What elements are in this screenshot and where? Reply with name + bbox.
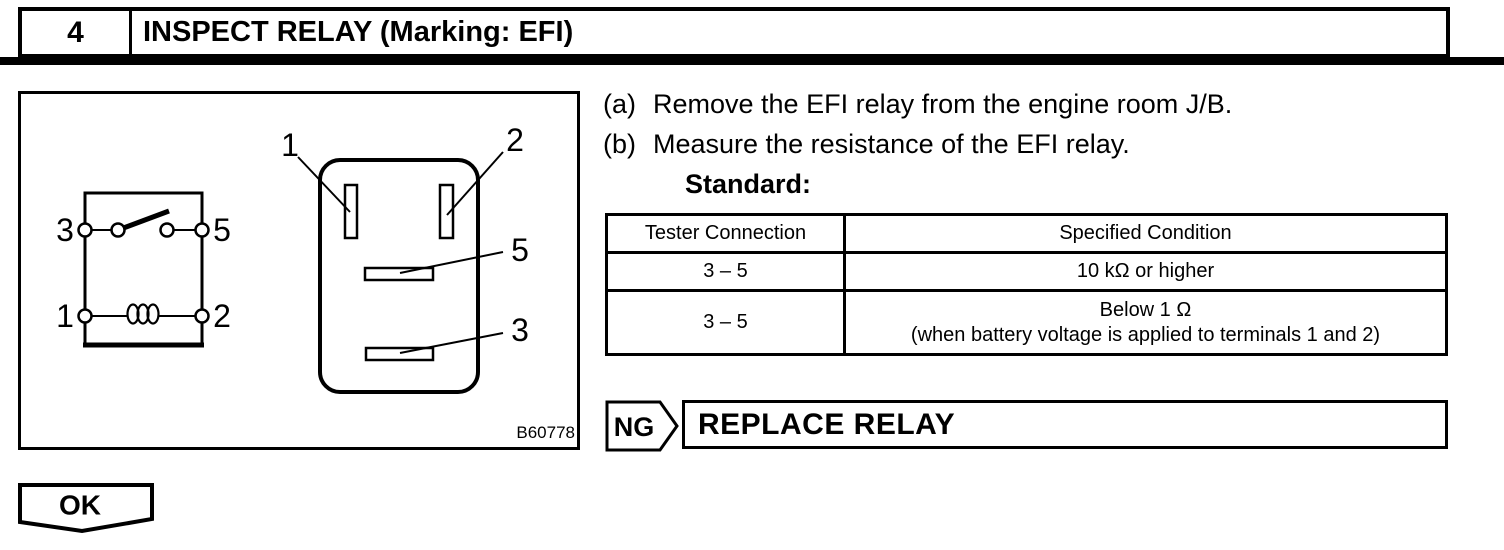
col-header-tester-connection: Tester Connection <box>644 222 807 244</box>
row1-tester-connection: 3 – 5 <box>608 251 843 289</box>
pin-5-label: 5 <box>511 232 529 268</box>
step-number: 4 <box>22 11 132 54</box>
ng-action-box: REPLACE RELAY <box>682 400 1448 449</box>
header-divider-rule <box>0 57 1504 65</box>
relay-figure: 3 5 1 2 1 2 5 3 B60778 <box>56 122 575 442</box>
row2-tester-connection: 3 – 5 <box>608 289 843 353</box>
leader-lines <box>297 151 504 354</box>
pin-3-slot <box>364 346 435 362</box>
ok-flag-shape <box>18 483 154 534</box>
relay-circuit-schematic <box>77 191 210 348</box>
row2-condition-value: Below 1 Ω <box>1099 298 1192 321</box>
figure-code: B60778 <box>516 423 575 442</box>
step-item-a: (a) Remove the EFI relay from the engine … <box>603 89 1232 119</box>
pin-1-slot <box>343 183 359 240</box>
step-marker: (a) <box>603 89 636 119</box>
terminal-circles <box>77 222 210 324</box>
row1-specified-condition: 10 kΩ or higher <box>843 251 1445 289</box>
row2-specified-condition: Below 1 Ω (when battery voltage is appli… <box>843 289 1445 353</box>
procedure-header: 4 INSPECT RELAY (Marking: EFI) <box>18 7 1450 58</box>
schematic-terminal-1-label: 1 <box>56 298 74 334</box>
ng-label: NG <box>614 412 655 442</box>
ng-badge: NG <box>605 400 679 452</box>
schematic-terminal-2-label: 2 <box>213 298 231 334</box>
schematic-terminal-3-label: 3 <box>56 212 74 248</box>
step-text: Measure the resistance of the EFI relay. <box>653 129 1130 159</box>
schematic-terminal-5-label: 5 <box>213 212 231 248</box>
relay-pin-layout <box>297 151 504 394</box>
pin-5-slot <box>363 266 435 282</box>
figure-panel: 3 5 1 2 1 2 5 3 B60778 <box>18 91 580 450</box>
procedure-title: INSPECT RELAY (Marking: EFI) <box>143 16 574 48</box>
coil-symbol <box>126 303 160 325</box>
row2-condition-note: (when battery voltage is applied to term… <box>910 323 1381 346</box>
step-marker: (b) <box>603 129 636 159</box>
step-item-b: (b) Measure the resistance of the EFI rel… <box>603 129 1130 159</box>
ok-label: OK <box>59 490 101 521</box>
pin-3-label: 3 <box>511 312 529 348</box>
step-text: Remove the EFI relay from the engine roo… <box>653 89 1233 119</box>
ok-badge: OK <box>18 483 154 534</box>
pin-2-slot <box>438 183 455 240</box>
col-header-specified-condition: Specified Condition <box>843 216 1445 251</box>
pin-1-label: 1 <box>281 127 299 163</box>
switch-arm <box>117 208 170 233</box>
spec-table: Tester Connection Specified Condition 3 … <box>605 213 1448 356</box>
ng-arrow-shape <box>605 400 679 452</box>
standard-label: Standard: <box>685 169 812 199</box>
pin-2-label: 2 <box>506 122 524 158</box>
